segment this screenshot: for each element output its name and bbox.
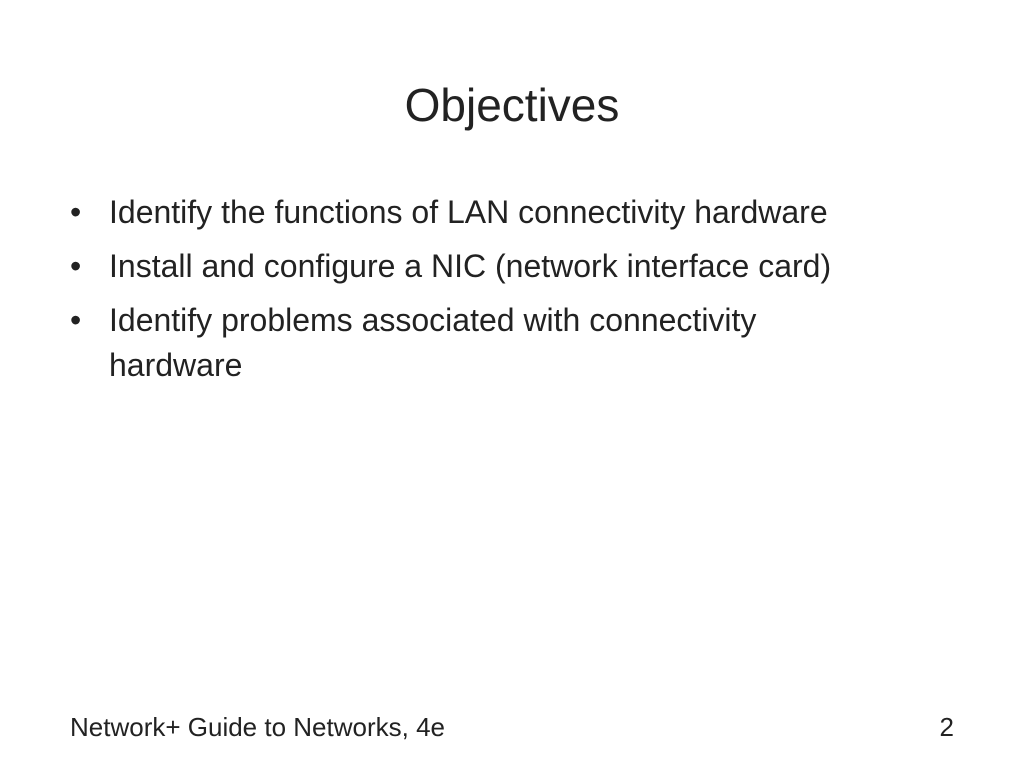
bullet-text: Identify problems associated with connec…: [109, 302, 757, 383]
bullet-icon: •: [70, 302, 82, 338]
footer-course-title: Network+ Guide to Networks, 4e: [70, 712, 445, 742]
bullet-icon: •: [70, 248, 82, 284]
page-number: 2: [939, 712, 954, 742]
bullet-item: • Install and configure a NIC (network i…: [70, 244, 970, 289]
bullet-icon: •: [70, 194, 82, 230]
bullet-list: • Identify the functions of LAN connecti…: [70, 190, 970, 397]
bullet-item: • Identify the functions of LAN connecti…: [70, 190, 970, 235]
bullet-text: Identify the functions of LAN connectivi…: [109, 194, 828, 230]
bullet-item: • Identify problems associated with conn…: [70, 298, 970, 388]
slide-title: Objectives: [404, 79, 620, 131]
bullet-text: Install and configure a NIC (network int…: [109, 248, 832, 284]
